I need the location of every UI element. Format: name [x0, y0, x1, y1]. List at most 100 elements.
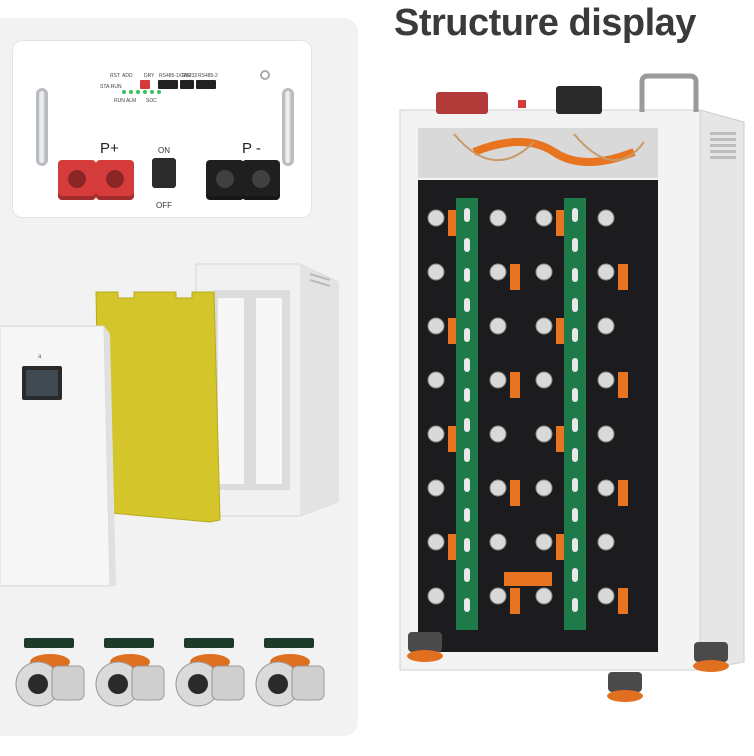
pcb-slot — [572, 268, 578, 282]
open-cabinet — [399, 73, 745, 702]
cell-terminal — [489, 209, 507, 227]
wiring-tray — [418, 128, 658, 178]
led-green — [129, 90, 133, 94]
pcb-slot — [464, 538, 470, 552]
dry-label: DRY — [144, 73, 155, 79]
top-busbar — [472, 138, 636, 166]
exploded-view: a — [0, 263, 339, 587]
pcb-slot — [572, 478, 578, 492]
pcb-slot — [464, 238, 470, 252]
pcb-slot — [464, 358, 470, 372]
cell-terminal — [427, 425, 445, 443]
pcb-slot — [572, 208, 578, 222]
cell-busbar — [510, 588, 520, 614]
rst-label: RST — [110, 73, 120, 79]
cell-terminal — [489, 533, 507, 551]
cell-busbar — [510, 264, 520, 290]
cell-busbar — [618, 264, 628, 290]
bottom-busbar — [504, 572, 552, 586]
negative-terminal-label: P - — [242, 140, 261, 157]
soc-label: SOC — [146, 98, 157, 104]
left-handle — [36, 88, 48, 166]
positive-connector — [58, 160, 96, 200]
led-green — [157, 90, 161, 94]
top-red-connector — [436, 92, 488, 114]
pcb-slot — [572, 388, 578, 402]
cell-terminal — [535, 209, 553, 227]
cell-terminal — [597, 587, 615, 605]
caster-wheel — [15, 638, 85, 707]
cell-terminal — [597, 263, 615, 281]
pcb-slot — [464, 598, 470, 612]
top-indicator — [518, 100, 526, 108]
pcb-slot — [572, 238, 578, 252]
pcb-slot — [572, 598, 578, 612]
dry-contact-port — [140, 80, 150, 89]
cell-terminal — [489, 425, 507, 443]
rs232-label: RS232 — [182, 73, 198, 79]
cell-busbar — [618, 372, 628, 398]
caster-wheel — [255, 638, 325, 707]
led-green — [150, 90, 154, 94]
led-indicators — [122, 90, 161, 94]
pcb-slot — [464, 478, 470, 492]
front-door — [0, 325, 116, 587]
cell-terminal — [427, 209, 445, 227]
rs485-2-label: RS485-2 — [198, 73, 218, 79]
pcb-slot — [464, 298, 470, 312]
cell-terminal — [489, 479, 507, 497]
negative-connector — [206, 160, 244, 200]
cabinet-handle — [639, 73, 699, 112]
cell-terminal — [535, 263, 553, 281]
pcb-strip-right — [564, 198, 586, 630]
positive-connector — [96, 160, 134, 200]
cell-terminal — [597, 479, 615, 497]
rs485-can-port — [158, 80, 178, 89]
pcb-slot — [572, 448, 578, 462]
cell-terminal — [489, 371, 507, 389]
cell-terminal — [597, 425, 615, 443]
pcb-slot — [572, 418, 578, 432]
rs232-port — [180, 80, 194, 89]
rs485-2-port — [196, 80, 216, 89]
pcb-slot — [464, 328, 470, 342]
pcb-slot — [464, 568, 470, 582]
cell-terminal — [427, 533, 445, 551]
add-label: ADD — [122, 73, 133, 79]
cell-busbar — [448, 318, 458, 344]
pcb-slot — [464, 388, 470, 402]
cell-busbar — [556, 426, 566, 452]
pcb-slot — [572, 538, 578, 552]
pcb-slot — [464, 448, 470, 462]
led-green — [122, 90, 126, 94]
cell-busbar — [618, 588, 628, 614]
pcb-slot — [572, 298, 578, 312]
cell-busbar — [510, 372, 520, 398]
reset-knob — [260, 70, 270, 80]
casters — [15, 638, 325, 707]
pcb-slot — [464, 508, 470, 522]
cell-busbar — [448, 426, 458, 452]
cabinet-foot — [607, 672, 643, 702]
cell-terminal — [535, 533, 553, 551]
pcb-slot — [572, 358, 578, 372]
cell-terminal — [597, 209, 615, 227]
pcb-slot — [572, 508, 578, 522]
cell-terminal — [427, 317, 445, 335]
vent-grille — [710, 132, 736, 159]
pcb-slot — [464, 268, 470, 282]
right-handle — [282, 88, 294, 166]
cabinet-foot — [693, 642, 729, 672]
pcb-slot — [572, 568, 578, 582]
cell-busbar — [556, 318, 566, 344]
run-alm-label: RUN ALM — [114, 98, 137, 104]
rs485-can-label: RS485-1/CAN — [159, 73, 191, 79]
insulation-sheet — [95, 291, 221, 523]
pcb-strip-left — [456, 198, 478, 630]
cell-terminal — [597, 371, 615, 389]
cell-terminal — [535, 371, 553, 389]
cell-terminal — [489, 587, 507, 605]
negative-connector — [242, 160, 280, 200]
switch-on-label: ON — [158, 146, 170, 155]
cell-terminal — [427, 479, 445, 497]
